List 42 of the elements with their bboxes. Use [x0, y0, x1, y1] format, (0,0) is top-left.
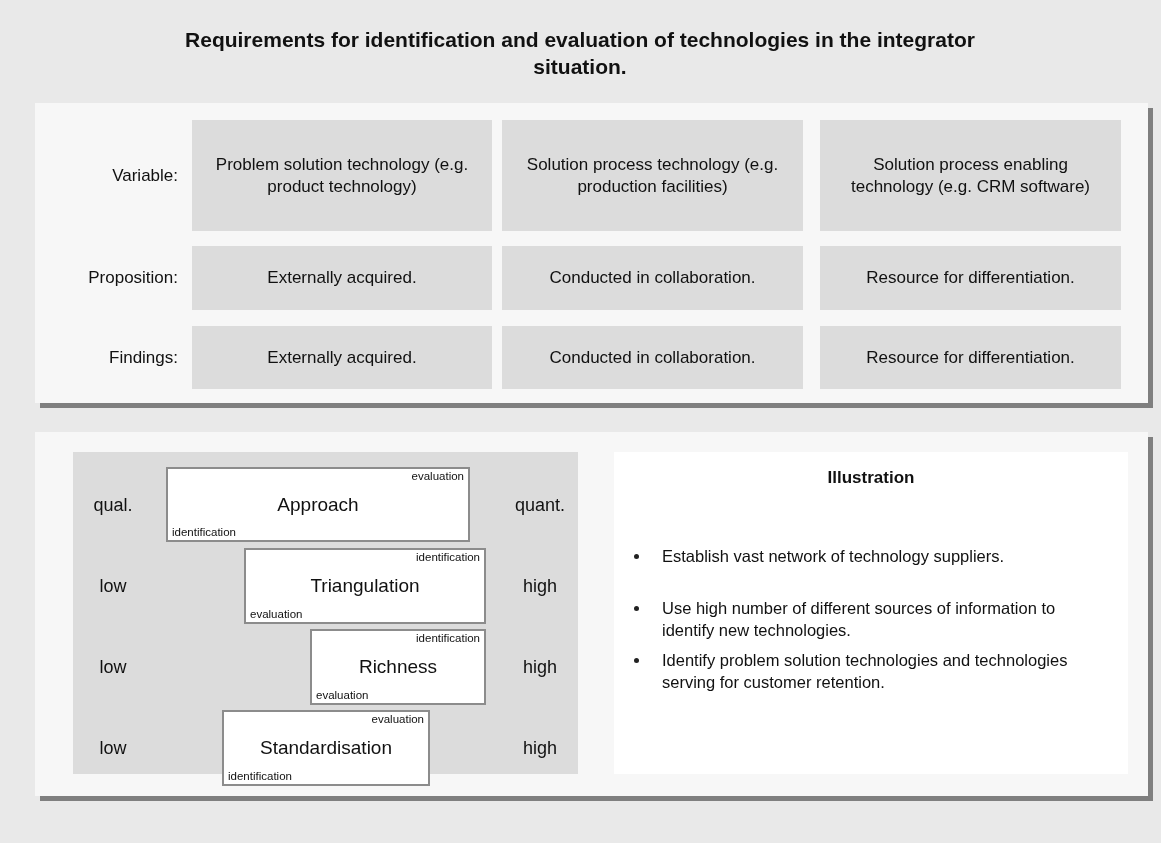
table-cell: Resource for differentiation.: [820, 246, 1121, 310]
row-label: Findings:: [108, 346, 178, 369]
scale-box: [166, 467, 470, 542]
table-cell: Problem solution technology (e.g. product technology): [192, 120, 492, 231]
scale-box: [244, 548, 486, 624]
bullet-text: Identify problem solution technologies and technologies serving for customer retention.: [662, 650, 1069, 693]
table-cell: Externally acquired.: [192, 246, 492, 310]
dimension-name: Approach: [276, 493, 360, 516]
table-cell: Solution process technology (e.g. production facilities): [502, 120, 803, 231]
corner-label: identification: [228, 770, 292, 783]
scale-box: [222, 710, 430, 786]
table-cell: Solution process enabling technology (e.g. CRM software): [820, 120, 1121, 231]
table-cell: Resource for differentiation.: [820, 326, 1121, 389]
row-label: Proposition:: [87, 267, 178, 289]
scale-box: [310, 629, 486, 705]
panel-heading: Illustration: [826, 468, 916, 488]
dimension-name: Triangulation: [309, 575, 421, 597]
scale-end-label: qual.: [92, 493, 134, 517]
dimension-name: Standardisation: [258, 737, 393, 759]
scale-end-label: low: [98, 575, 128, 598]
bullet-text: Establish vast network of technology suppliers.: [662, 546, 1006, 567]
corner-label: evaluation: [316, 689, 369, 702]
row-label: Variable:: [111, 164, 178, 187]
dimension-name: Richness: [357, 656, 439, 678]
scale-end-label: high: [522, 656, 558, 679]
corner-label: identification: [172, 526, 236, 539]
corner-label: identification: [416, 632, 480, 645]
corner-label: evaluation: [371, 713, 424, 726]
table-cell: Externally acquired.: [192, 326, 492, 389]
corner-label: identification: [416, 551, 480, 564]
bullet-text: Use high number of different sources of information to identify new technologies.: [662, 598, 1057, 641]
title: Requirements for identification and evaluation of technologies in the integrator situation.: [184, 27, 976, 80]
scale-end-label: high: [522, 737, 558, 760]
corner-label: evaluation: [411, 470, 464, 483]
table-cell: Conducted in collaboration.: [502, 326, 803, 389]
scale-end-label: low: [98, 656, 128, 679]
table-cell: Conducted in collaboration.: [502, 246, 803, 310]
illustration-panel: [614, 452, 1128, 774]
scale-end-label: low: [98, 737, 128, 760]
scale-end-label: quant.: [513, 493, 566, 517]
scale-end-label: high: [522, 575, 558, 598]
corner-label: evaluation: [250, 608, 303, 621]
